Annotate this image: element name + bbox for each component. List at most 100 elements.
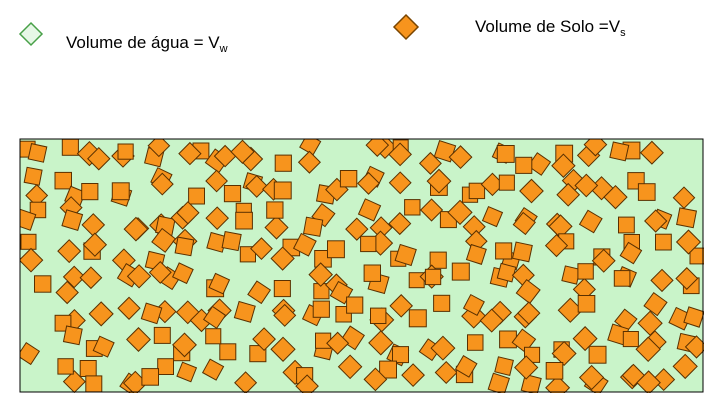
legend-soil: Volume de Solo =Vs [380,0,704,70]
soil-particle [588,345,607,364]
soil-particle [264,215,289,240]
soil-particle [148,260,172,284]
soil-particle [404,199,421,216]
soil-particle [219,343,237,361]
soil-particle [479,308,504,333]
soil-particle [551,340,577,366]
soil-particle [54,171,72,190]
soil-particle [25,184,49,207]
soil-particle [643,291,668,317]
soil-particle [202,305,227,329]
soil-particle [603,184,628,210]
soil-particle [369,216,393,240]
soil-particle [462,215,486,239]
soil-particle [297,150,321,174]
soil-particle [85,375,103,393]
soil-particle [462,293,485,316]
soil-particle [511,241,533,263]
soil-particle [273,280,291,298]
soil-particle [429,251,447,269]
soil-particle [205,328,222,345]
soil-particle [239,246,257,263]
soil-particle [388,171,412,195]
soil-particle [150,172,174,196]
soil-particle [578,209,603,234]
soil-particle [434,360,458,384]
soil-particle [495,242,513,260]
soil-particle [363,264,382,282]
soil-particle [572,277,596,301]
soil-particle [172,332,197,358]
soil-particle [250,237,273,260]
soil-particle [57,358,74,375]
soil-particle [20,341,41,366]
soil-particle [388,142,412,167]
soil-particle [672,186,696,210]
soil-legend-icon [392,13,420,41]
soil-particle [357,171,380,195]
soil-particle [82,232,108,257]
soil-particle [79,266,103,290]
soil-particle [23,166,43,186]
soil-particle [233,300,256,323]
soil-particle [92,335,115,358]
soil-particle [274,154,292,172]
soil-particle [266,201,284,219]
soil-particle [389,294,414,318]
soil-particle [368,330,394,356]
soil-particle [388,212,412,236]
soil-particle [153,326,171,344]
soil-particle [408,309,427,328]
soil-particle [178,141,202,166]
soil-particle [123,216,149,242]
soil-particle [176,361,198,383]
soil-particle [379,360,398,379]
soil-particle [292,232,317,257]
soil-particle [496,145,515,163]
soil-particle [117,296,141,320]
soil-particle [205,206,230,230]
soil-particle [675,267,699,290]
soil-particle [126,327,151,352]
soil-particle [650,268,674,293]
soil-particle [622,331,639,348]
soil-particle [545,375,571,393]
legend-soil-label: Volume de Solo =Vs [475,17,626,39]
soil-particle [308,262,334,287]
soil-particle [213,144,237,168]
soil-particle [20,233,37,250]
soil-particle [126,264,152,289]
soil-particle [557,297,583,323]
soil-particle [61,139,79,156]
water-legend-icon [18,21,44,47]
soil-particle [572,326,598,352]
soil-particle [270,246,295,271]
soil-particle [57,239,82,264]
soil-particle [419,198,444,222]
soil-particle [511,263,535,287]
soil-particle [637,183,656,201]
soil-particle [613,270,631,287]
soil-particle [235,211,253,230]
soil-particle [221,230,242,252]
soil-particle [447,199,473,226]
soil-particle [499,330,517,349]
soil-particle [689,247,704,265]
soil-particle [684,335,704,359]
soil-particle [151,227,177,253]
soil-particle [451,262,470,281]
soil-particle [574,173,599,198]
soil-particle [672,353,698,380]
soil-particles [20,139,704,393]
soil-particle [87,146,111,171]
soil-particle [205,169,228,193]
soil-particle [223,185,242,203]
soil-particle [494,356,514,376]
soil-particle [465,243,487,265]
soil-particle [273,181,292,200]
legend-water-label: Volume de água = Vw [66,33,228,55]
soil-particle [252,327,276,352]
soil-particle [339,170,358,188]
soil-particle [326,331,350,355]
soil-particle [467,334,484,351]
